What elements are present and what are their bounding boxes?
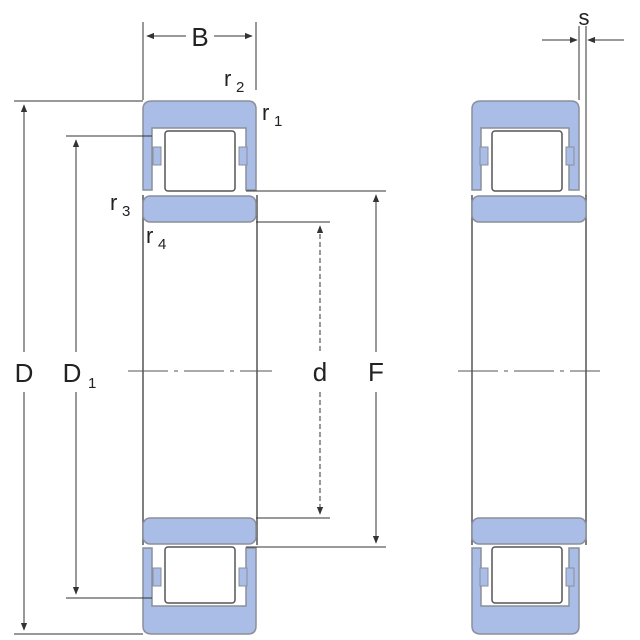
right-top-cage-left bbox=[479, 146, 489, 166]
bottom-outer-ring bbox=[142, 547, 257, 635]
bottom-cage-left bbox=[152, 567, 162, 587]
right-bottom-cage-right bbox=[565, 567, 575, 587]
dimension-D1: D 1 bbox=[63, 135, 152, 599]
label-r4: r bbox=[146, 223, 153, 248]
label-d: d bbox=[313, 357, 327, 387]
dimension-d: d bbox=[256, 221, 330, 519]
dimension-B: B bbox=[142, 22, 257, 100]
dimension-F: F bbox=[246, 190, 386, 548]
label-B: B bbox=[191, 22, 208, 52]
right-bottom-roller bbox=[491, 546, 563, 604]
label-r3: r bbox=[110, 190, 117, 215]
label-r4-subscript: 4 bbox=[158, 236, 166, 253]
label-D1-subscript: 1 bbox=[88, 375, 96, 392]
right-top-outer-ring bbox=[471, 100, 580, 191]
top-outer-ring bbox=[142, 100, 257, 191]
right-bottom-inner-ring bbox=[471, 517, 587, 545]
bottom-cage-right bbox=[238, 567, 248, 587]
label-D: D bbox=[15, 358, 34, 388]
left-section-view bbox=[128, 100, 272, 635]
label-r1-subscript: 1 bbox=[274, 113, 282, 130]
right-top-roller bbox=[491, 130, 563, 192]
bottom-inner-ring bbox=[142, 517, 257, 545]
label-r1: r bbox=[262, 100, 269, 125]
label-F: F bbox=[368, 357, 384, 387]
label-s: s bbox=[579, 5, 590, 30]
bottom-roller bbox=[164, 546, 236, 604]
label-D1: D bbox=[63, 358, 82, 388]
dimension-D: D bbox=[14, 100, 143, 635]
dimension-s: s bbox=[542, 5, 624, 196]
radius-labels: r 2 r 1 r 3 r 4 bbox=[110, 66, 282, 253]
label-r3-subscript: 3 bbox=[122, 203, 130, 220]
label-r2-subscript: 2 bbox=[236, 79, 244, 96]
top-cage-right bbox=[238, 146, 248, 166]
right-top-inner-ring bbox=[471, 195, 587, 223]
right-section-view bbox=[458, 100, 600, 635]
top-inner-ring bbox=[142, 195, 257, 223]
label-r2: r bbox=[224, 66, 231, 91]
right-top-cage-right bbox=[565, 146, 575, 166]
right-bottom-cage-left bbox=[479, 567, 489, 587]
top-cage-left bbox=[152, 146, 162, 166]
top-roller bbox=[164, 130, 236, 192]
right-bottom-outer-ring bbox=[471, 547, 580, 635]
